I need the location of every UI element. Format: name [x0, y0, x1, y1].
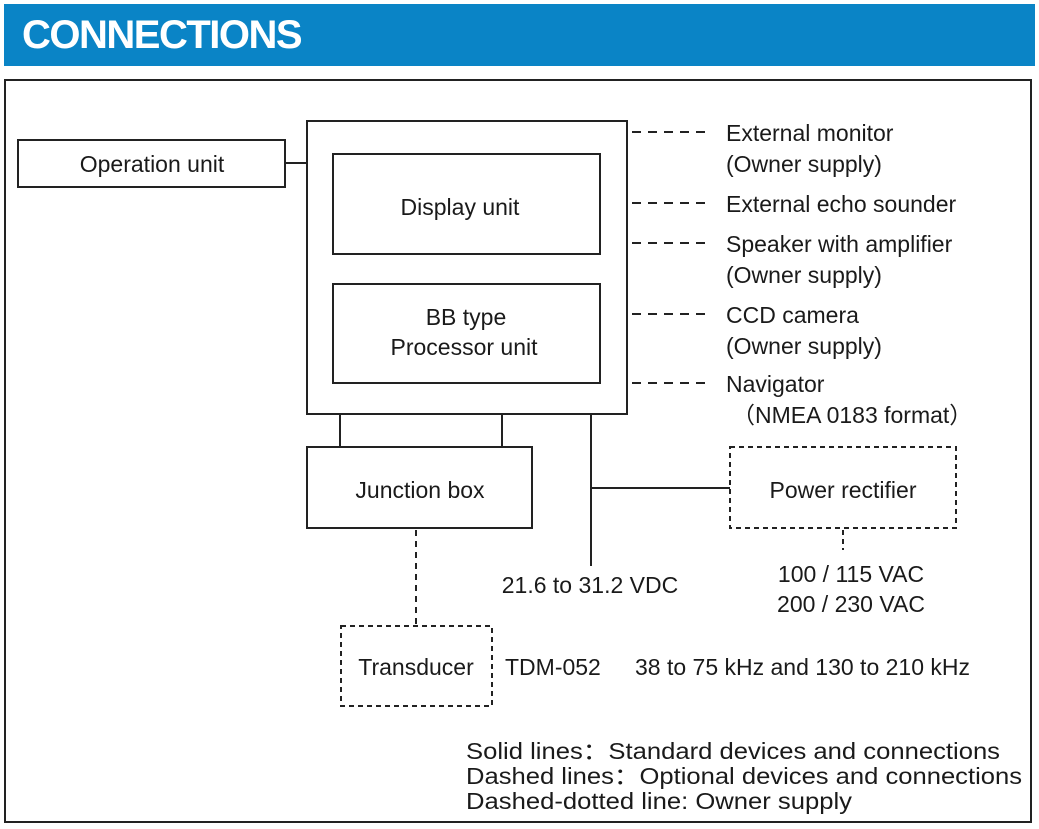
- processor-unit-label-2: Processor unit: [390, 334, 538, 360]
- diagram-frame: [4, 79, 1032, 823]
- speaker-note: (Owner supply): [726, 262, 882, 288]
- ccd-camera-label: CCD camera: [726, 302, 859, 328]
- legend-dashed: Dashed lines：Optional devices and connec…: [466, 763, 1022, 789]
- speaker-label: Speaker with amplifier: [726, 231, 953, 257]
- processor-unit-box: [332, 283, 601, 384]
- legend-solid: Solid lines：Standard devices and connect…: [466, 738, 1000, 764]
- ac-voltage-label-1: 100 / 115 VAC: [778, 561, 924, 587]
- main-unit-outer-box: [306, 120, 628, 415]
- display-unit-box: [332, 153, 601, 255]
- dc-voltage-label: 21.6 to 31.2 VDC: [502, 572, 678, 598]
- processor-unit-label-1: BB type: [426, 304, 507, 330]
- transducer-model-label: TDM-052: [505, 654, 601, 680]
- power-rectifier-box: [729, 446, 957, 529]
- power-rectifier-label: Power rectifier: [770, 477, 917, 503]
- junction-box: [306, 446, 533, 529]
- legend-dashdot: Dashed-dotted line: Owner supply: [466, 788, 853, 814]
- transducer-frequency-label: 38 to 75 kHz and 130 to 210 kHz: [635, 654, 970, 680]
- echo-sounder-label: External echo sounder: [726, 191, 956, 217]
- navigator-note: （NMEA 0183 format）: [732, 402, 972, 428]
- ac-voltage-label-2: 200 / 230 VAC: [777, 591, 925, 617]
- title-bar: CONNECTIONS: [4, 4, 1035, 66]
- transducer-box: [340, 625, 493, 707]
- external-monitor-label: External monitor: [726, 120, 894, 146]
- junction-box-label: Junction box: [355, 477, 485, 503]
- operation-unit-label: Operation unit: [80, 151, 225, 177]
- ccd-camera-note: (Owner supply): [726, 333, 882, 359]
- external-monitor-note: (Owner supply): [726, 151, 882, 177]
- page-title: CONNECTIONS: [22, 13, 303, 57]
- transducer-label: Transducer: [358, 654, 474, 680]
- navigator-label: Navigator: [726, 371, 825, 397]
- display-unit-label: Display unit: [401, 194, 520, 220]
